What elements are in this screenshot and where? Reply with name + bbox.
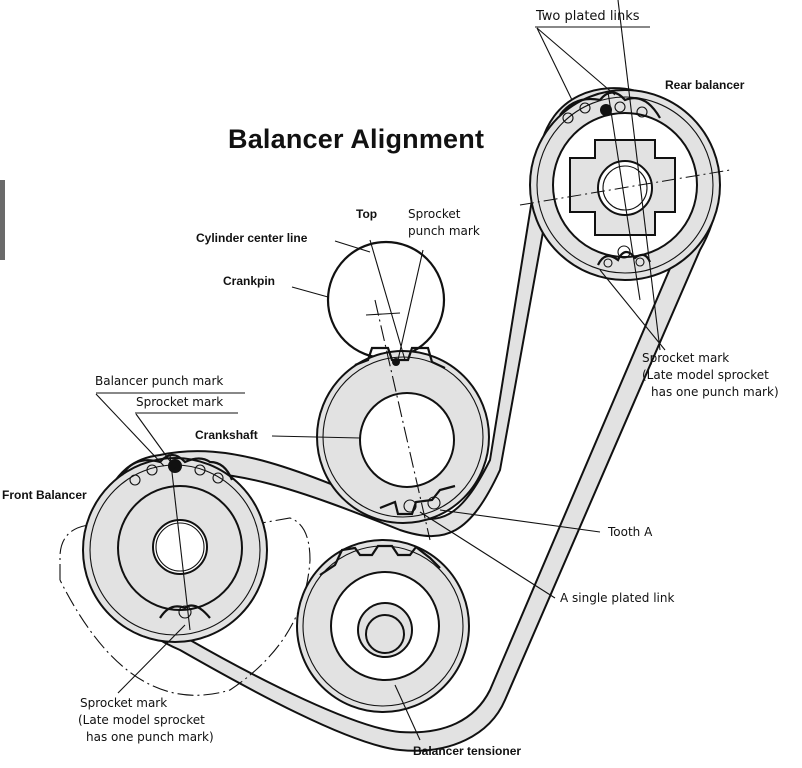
balancer-tensioner [296,539,470,713]
front-balancer-sprocket [59,453,311,696]
label-balancer-punch-mark: Balancer punch mark [95,374,224,388]
label-crankshaft: Crankshaft [195,428,258,442]
label-tooth-a: Tooth A [608,525,653,539]
rear-balancer-sprocket [519,89,731,301]
diagram-title: Balancer Alignment [228,124,485,154]
label-front-balancer: Front Balancer [2,488,87,502]
label-front-sprocket-note-line3: has one punch mark) [86,730,214,744]
label-rear-balancer: Rear balancer [665,78,745,92]
label-balancer-tensioner: Balancer tensioner [413,744,522,758]
label-front-sprocket-note-line1: Sprocket mark [80,696,168,710]
crankshaft-sprocket [316,346,490,524]
leader-lines [95,0,666,741]
label-crankpin: Crankpin [223,274,276,288]
label-rear-sprocket-note-line3: has one punch mark) [651,385,779,399]
label-cylinder-center-line: Cylinder center line [196,231,308,245]
label-sprocket-punch-mark-line1: Sprocket [408,207,461,221]
label-sprocket-mark-front: Sprocket mark [136,395,224,409]
label-single-plated-link: A single plated link [560,591,675,605]
label-rear-sprocket-note-line1: Sprocket mark [642,351,730,365]
label-front-sprocket-note-line2: (Late model sprocket [78,713,205,727]
label-top: Top [356,207,378,221]
crankpin-circle [326,240,446,360]
label-sprocket-punch-mark-line2: punch mark [408,224,480,238]
label-rear-sprocket-note-line2: (Late model sprocket [642,368,769,382]
label-two-plated-links: Two plated links [536,9,640,24]
edge-artifact [0,180,5,260]
